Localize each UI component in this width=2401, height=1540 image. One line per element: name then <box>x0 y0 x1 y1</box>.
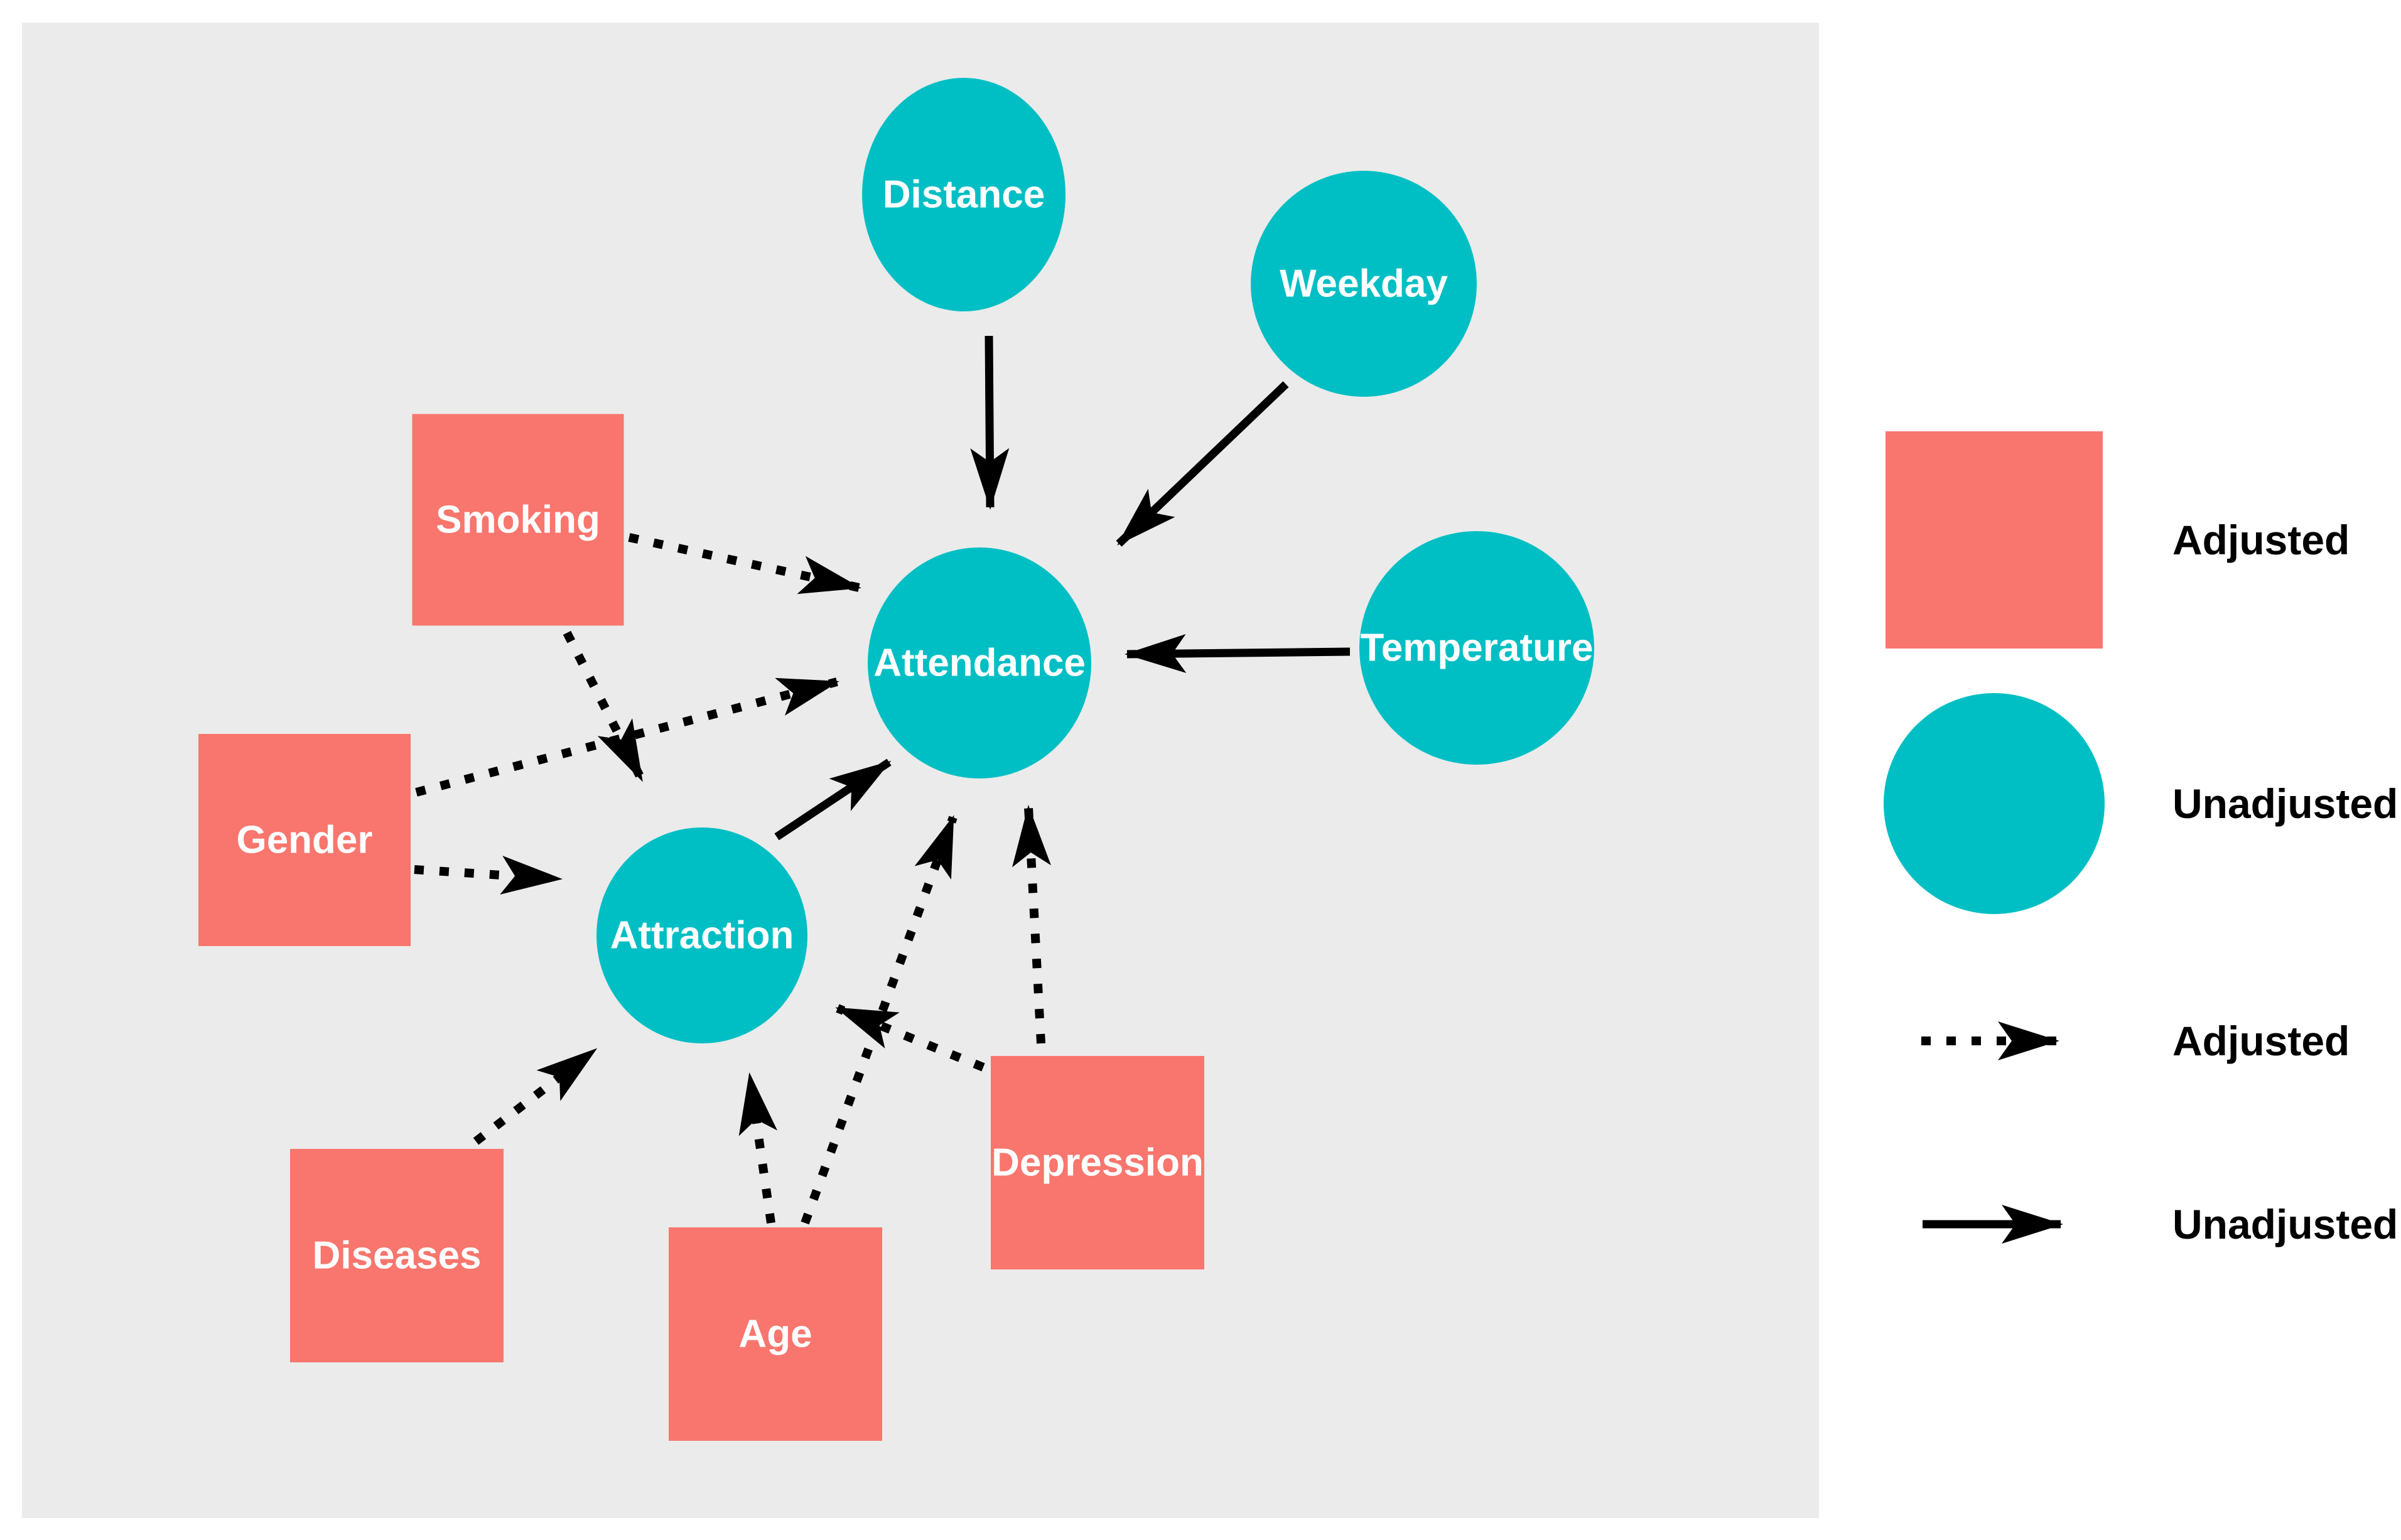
legend-label-2: Adjusted <box>2172 1018 2350 1064</box>
weekday-circle <box>1251 171 1477 397</box>
legend-item-circle: Unadjusted <box>1884 693 2398 914</box>
weekday-label: Weekday <box>1280 262 1448 306</box>
legend-label-0: Adjusted <box>2172 517 2350 563</box>
distance-label: Distance <box>883 173 1045 217</box>
diseases-label: Diseases <box>313 1234 482 1278</box>
depression-label: Depression <box>991 1141 1204 1185</box>
edge-depression-attraction-dotted <box>835 1004 985 1072</box>
gender-square <box>198 734 411 946</box>
node-diseases: Diseases <box>290 1149 504 1362</box>
edge-age-attendance-dotted <box>801 815 958 1225</box>
edges <box>414 335 1351 1225</box>
node-attraction: Attraction <box>596 827 807 1043</box>
legend-label-1: Unadjusted <box>2172 780 2398 827</box>
legend-item-solid-arrow: Unadjusted <box>1923 1201 2398 1247</box>
edge-distance-attendance-solid <box>970 335 1010 510</box>
smoking-square <box>412 414 624 626</box>
age-label: Age <box>738 1313 812 1356</box>
legend-unadjusted-circle <box>1884 693 2105 914</box>
legend-item-square: Adjusted <box>1886 431 2350 649</box>
attendance-circle <box>868 547 1091 778</box>
temperature-circle <box>1359 531 1594 765</box>
node-weekday: Weekday <box>1251 171 1477 397</box>
edge-weekday-attendance-solid <box>1116 381 1289 547</box>
node-attendance: Attendance <box>868 547 1091 778</box>
node-depression: Depression <box>991 1056 1204 1269</box>
smoking-label: Smoking <box>436 498 600 542</box>
legend-item-dotted-arrow: Adjusted <box>1921 1018 2350 1064</box>
distance-circle <box>862 78 1066 311</box>
node-age: Age <box>669 1227 882 1441</box>
diseases-square <box>290 1149 504 1362</box>
gender-label: Gender <box>236 819 372 862</box>
node-temperature: Temperature <box>1359 531 1594 765</box>
edge-smoking-attraction-dotted <box>563 630 646 782</box>
temperature-label: Temperature <box>1361 627 1594 670</box>
attraction-label: Attraction <box>610 914 794 957</box>
depression-square <box>991 1056 1204 1269</box>
edge-attraction-attendance-solid <box>774 758 892 841</box>
edge-temperature-attendance-solid <box>1125 633 1351 673</box>
legend-label-3: Unadjusted <box>2172 1201 2398 1247</box>
node-gender: Gender <box>198 734 411 946</box>
attraction-circle <box>596 827 807 1043</box>
legend-adjusted-square <box>1886 431 2103 649</box>
attendance-label: Attendance <box>873 642 1086 685</box>
node-smoking: Smoking <box>412 414 624 626</box>
age-square <box>669 1227 882 1441</box>
node-distance: Distance <box>862 78 1066 311</box>
